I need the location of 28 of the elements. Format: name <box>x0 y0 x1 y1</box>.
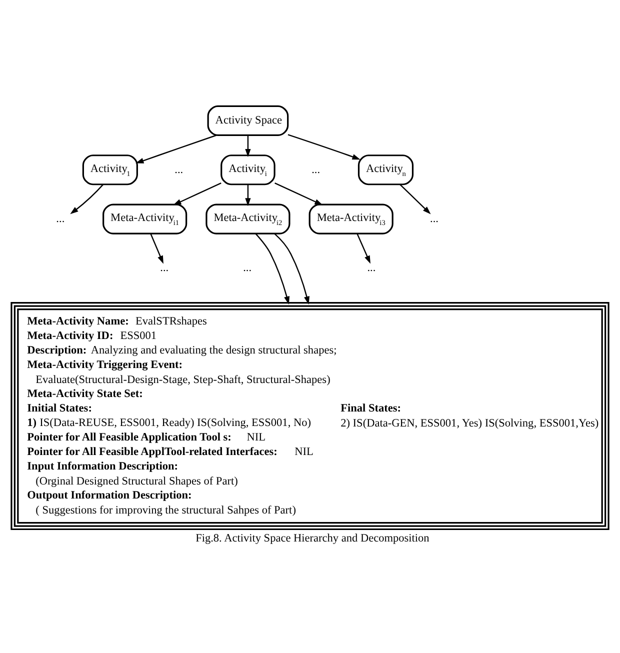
node-box: Activity$_{1}$ <box>82 154 138 185</box>
arrow <box>400 184 431 214</box>
node-text: ... <box>430 212 439 225</box>
arrow <box>173 182 222 205</box>
node-box: Meta-Activity$_{i2}$ <box>206 203 290 234</box>
arrow <box>255 232 290 304</box>
arrow <box>245 134 251 157</box>
arrow <box>245 184 251 206</box>
node-box: Meta-Activity Name: EvalSTRshapes Meta-Activity ID: ESS001 Description: Analyzing and evaluating the design structural shapes; Meta-Activity Triggering Event: Evaluate(Structural-Design-Stage, Step-Shaft, Structural-Shapes) Meta-Activity State Set: Initial States: Final States: 1) IS(Data-REUSE, ESS001, Ready) IS(Solving, ESS001, No) 2) IS(Data-GEN, ESS001, Yes) IS(Solving, ESS001,Yes) Pointer for All Feasible Application Tool s: NIL Pointer for All Feasible ApplTool-related Interfaces: NIL Input Information Description: (Orginal Designed Structural Shapes of Part) Outpout Information Description: ( Suggestions for improving the structural Sahpes of Part) <box>10 302 610 530</box>
label: ... <box>243 262 252 274</box>
node-box: Activity$_{n}$ <box>358 154 414 185</box>
node-text: ... <box>367 262 376 274</box>
node-box: Meta-Activity$_{i1}$ <box>102 203 188 234</box>
arrow <box>356 232 370 264</box>
node-box: Activity$_{i}$ <box>220 154 276 185</box>
node-box: Activity Space <box>207 104 289 136</box>
node-text: ... <box>160 262 169 274</box>
label: ... <box>174 163 184 176</box>
arrow <box>274 232 310 304</box>
arrow <box>288 134 360 160</box>
arrow <box>274 182 323 205</box>
arrow <box>136 134 217 163</box>
arrow <box>150 232 164 264</box>
arrow <box>70 184 104 214</box>
node-box: Meta-Activity$_{i3}$ <box>308 203 394 234</box>
label: ... <box>312 163 320 176</box>
caption: Fig.8. Activity Space Hierarchy and Decomposition <box>196 532 430 544</box>
node-text: ... <box>56 212 65 225</box>
